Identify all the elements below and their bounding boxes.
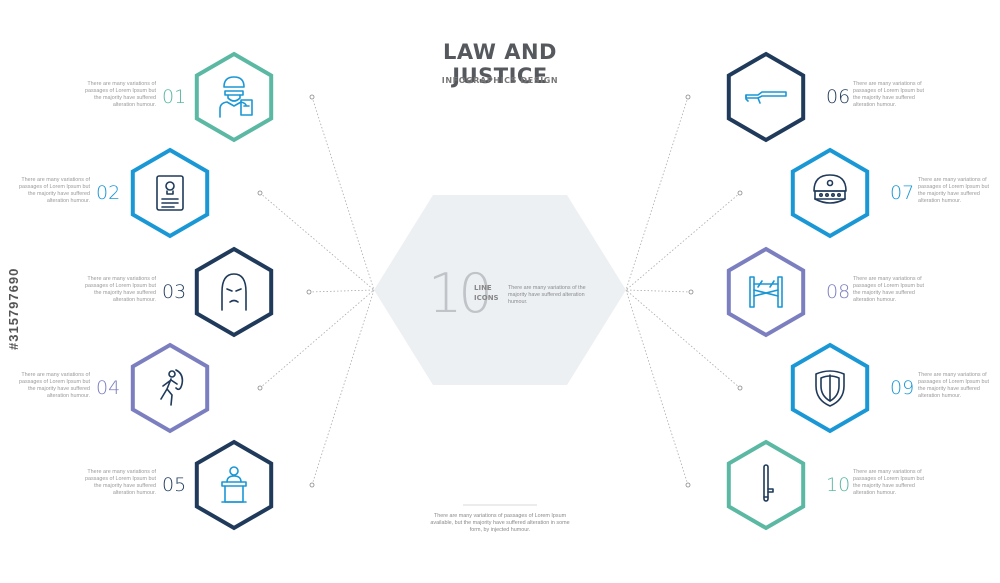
center-description: There are many variations of the majorit… bbox=[508, 285, 586, 305]
hexagon-badge-08 bbox=[726, 246, 806, 338]
hexagon-badge-07 bbox=[790, 147, 870, 239]
witness-stand-icon bbox=[221, 466, 247, 503]
hexagon-badge-02 bbox=[130, 147, 210, 239]
item-description-08: There are many variations of passages of… bbox=[853, 276, 925, 303]
item-number-04: 04 bbox=[96, 377, 121, 399]
item-number-10: 10 bbox=[826, 474, 851, 496]
hexagon-badge-10 bbox=[726, 439, 806, 531]
hexagon-badge-01 bbox=[194, 51, 274, 143]
center-label: LINE ICONS bbox=[474, 283, 499, 303]
connector-lines bbox=[259, 96, 741, 486]
item-description-03: There are many variations of passages of… bbox=[84, 276, 156, 303]
item-description-01: There are many variations of passages of… bbox=[84, 81, 156, 108]
footer-text: There are many variations of passages of… bbox=[430, 513, 570, 533]
item-number-07: 07 bbox=[890, 182, 915, 204]
center-number: 10 bbox=[428, 262, 493, 325]
running-thief-icon bbox=[160, 369, 184, 406]
police-shield-icon bbox=[815, 370, 845, 407]
item-description-05: There are many variations of passages of… bbox=[84, 469, 156, 496]
page-title: LAW AND JUSTICE bbox=[443, 40, 557, 88]
hexagon-badge-04 bbox=[130, 342, 210, 434]
item-description-06: There are many variations of passages of… bbox=[853, 81, 925, 108]
item-number-08: 08 bbox=[826, 281, 851, 303]
item-number-02: 02 bbox=[96, 182, 121, 204]
police-baton-icon bbox=[763, 464, 774, 502]
item-description-09: There are many variations of passages of… bbox=[918, 372, 990, 399]
hexagon-badge-05 bbox=[194, 439, 274, 531]
hexagon-badge-06 bbox=[726, 51, 806, 143]
item-number-01: 01 bbox=[162, 86, 187, 108]
police-officer-with-shield-icon bbox=[219, 76, 253, 118]
center-hexagon bbox=[374, 195, 626, 385]
shotgun-icon bbox=[745, 91, 787, 104]
police-cap-icon bbox=[813, 174, 847, 204]
center-label-line2: ICONS bbox=[474, 294, 499, 302]
page-subtitle: INFOGRAPHICS DESIGN bbox=[441, 76, 559, 85]
center-label-line1: LINE bbox=[474, 284, 492, 292]
connector-dots bbox=[257, 94, 743, 488]
hexagon-badge-03 bbox=[194, 246, 274, 338]
item-description-10: There are many variations of passages of… bbox=[853, 469, 925, 496]
stock-id-watermark: #315797690 bbox=[6, 267, 21, 350]
item-description-04: There are many variations of passages of… bbox=[18, 372, 90, 399]
item-number-06: 06 bbox=[826, 86, 851, 108]
wanted-poster-icon bbox=[156, 175, 184, 211]
item-number-03: 03 bbox=[162, 281, 187, 303]
item-description-07: There are many variations of passages of… bbox=[918, 177, 990, 204]
item-description-02: There are many variations of passages of… bbox=[18, 177, 90, 204]
balaclava-mask-icon bbox=[221, 273, 247, 311]
police-barrier-icon bbox=[749, 276, 783, 308]
item-number-05: 05 bbox=[162, 474, 187, 496]
item-number-09: 09 bbox=[890, 377, 915, 399]
